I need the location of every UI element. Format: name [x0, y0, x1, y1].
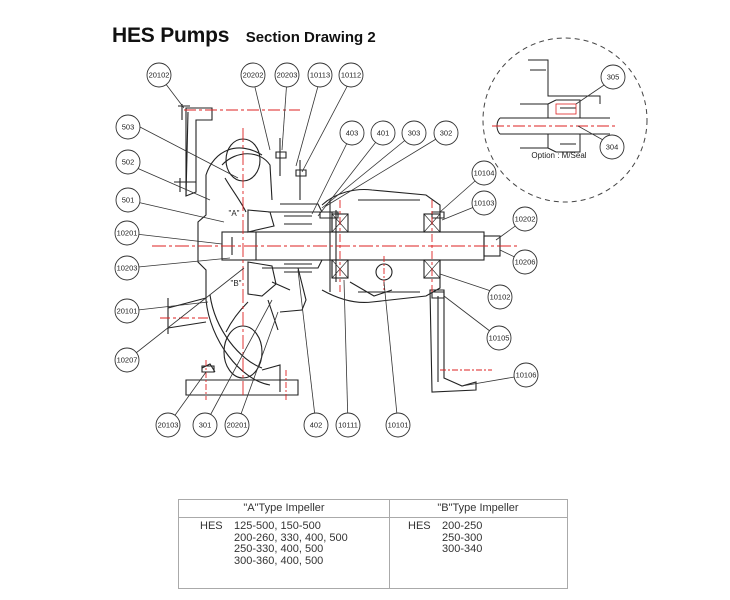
svg-text:10101: 10101 [388, 421, 409, 430]
page-subtitle: Section Drawing 2 [245, 29, 376, 46]
svg-text:10201: 10201 [117, 229, 138, 238]
svg-text:20201: 20201 [227, 421, 248, 430]
a-model-row: 200-260, 330, 400, 500 [234, 531, 348, 544]
svg-text:20202: 20202 [243, 71, 264, 80]
svg-text:20102: 20102 [149, 71, 170, 80]
callout-305: 305 [600, 64, 626, 90]
a-model-prefix: HES [200, 520, 223, 532]
svg-text:304: 304 [606, 143, 619, 152]
callout-10202: 10202 [512, 206, 538, 232]
svg-text:403: 403 [346, 129, 359, 138]
svg-text:401: 401 [377, 129, 390, 138]
svg-text:20203: 20203 [277, 71, 298, 80]
callout-501: 501 [115, 187, 141, 213]
callout-20102: 20102 [146, 62, 172, 88]
callout-20101: 20101 [114, 298, 140, 324]
pump-section-body [167, 104, 501, 396]
callout-503: 503 [115, 114, 141, 140]
callout-10103: 10103 [471, 190, 497, 216]
svg-text:20101: 20101 [117, 307, 138, 316]
callout-10112: 10112 [338, 62, 364, 88]
detail-view: Option : M/Seal [482, 37, 648, 203]
svg-text:10207: 10207 [117, 356, 138, 365]
svg-text:10113: 10113 [310, 71, 330, 80]
page-title: HES Pumps [112, 24, 230, 47]
callout-10203: 10203 [114, 255, 140, 281]
svg-text:302: 302 [440, 129, 453, 138]
callout-302: 302 [433, 120, 459, 146]
svg-text:10111: 10111 [338, 421, 358, 430]
callout-10206: 10206 [512, 249, 538, 275]
svg-text:303: 303 [408, 129, 421, 138]
callout-10201: 10201 [114, 220, 140, 246]
callout-303: 303 [401, 120, 427, 146]
detail-option-label: Option : M/Seal [531, 151, 586, 160]
callout-20202: 20202 [240, 62, 266, 88]
svg-text:10203: 10203 [117, 264, 138, 273]
leader-lines [126, 74, 614, 426]
svg-text:501: 501 [122, 196, 135, 205]
b-model-row: 250-300 [442, 531, 483, 544]
callouts: 20102 20202 20203 10113 10112 503 502 50… [114, 62, 626, 438]
impeller-b-marker: "B" [230, 279, 241, 288]
callout-10111: 10111 [335, 412, 361, 438]
svg-text:10202: 10202 [515, 215, 536, 224]
svg-text:503: 503 [122, 123, 135, 132]
svg-text:10103: 10103 [474, 199, 495, 208]
svg-text:20103: 20103 [158, 421, 179, 430]
svg-text:301: 301 [199, 421, 212, 430]
callout-10102: 10102 [487, 284, 513, 310]
callout-10207: 10207 [114, 347, 140, 373]
impeller-a-marker: "A" [228, 209, 239, 218]
a-model-row: 250-330, 400, 500 [234, 543, 324, 555]
callout-10106: 10106 [513, 362, 539, 388]
callout-10105: 10105 [486, 325, 512, 351]
callout-20201: 20201 [224, 412, 250, 438]
svg-text:10104: 10104 [474, 169, 495, 178]
callout-403: 403 [339, 120, 365, 146]
callout-301: 301 [192, 412, 218, 438]
callout-20203: 20203 [274, 62, 300, 88]
b-type-header: "B"Type Impeller [389, 500, 567, 518]
callout-10101: 10101 [385, 412, 411, 438]
callout-10113: 10113 [307, 62, 333, 88]
svg-text:10206: 10206 [515, 258, 536, 267]
title-block: HES Pumps Section Drawing 2 [112, 24, 376, 48]
svg-text:10105: 10105 [489, 334, 510, 343]
callout-401: 401 [370, 120, 396, 146]
svg-text:305: 305 [607, 73, 620, 82]
svg-text:502: 502 [122, 158, 135, 167]
callout-304: 304 [599, 134, 625, 160]
svg-text:10106: 10106 [516, 371, 537, 380]
svg-text:402: 402 [310, 421, 323, 430]
center-lines [152, 109, 520, 400]
a-type-header: "A"Type Impeller [179, 500, 389, 518]
svg-text:10102: 10102 [490, 293, 511, 302]
callout-402: 402 [303, 412, 329, 438]
b-model-row: 300-340 [442, 543, 483, 555]
b-model-prefix: HES [408, 520, 431, 532]
svg-text:10112: 10112 [341, 71, 361, 80]
callout-502: 502 [115, 149, 141, 175]
a-model-row: 300-360, 400, 500 [234, 554, 324, 567]
callout-10104: 10104 [471, 160, 497, 186]
callout-20103: 20103 [155, 412, 181, 438]
